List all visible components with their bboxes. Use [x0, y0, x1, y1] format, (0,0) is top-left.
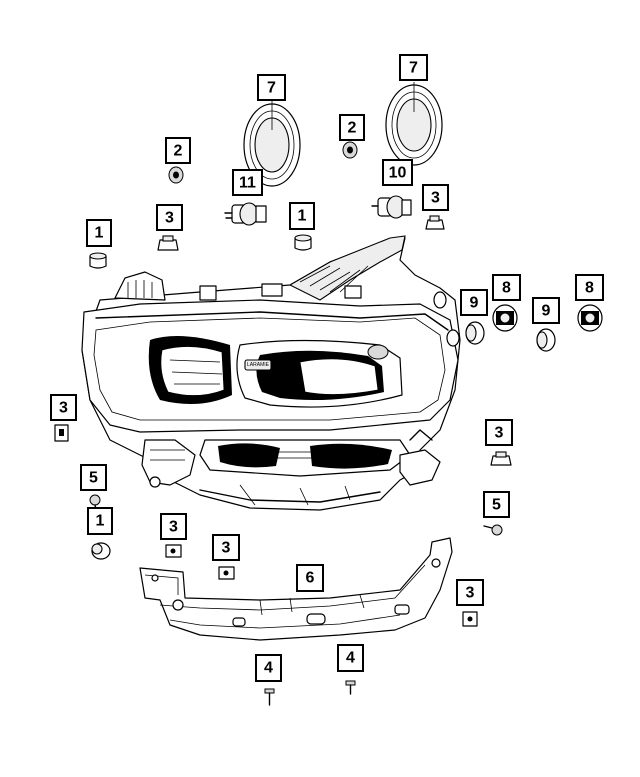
callout-3-f: 3	[212, 534, 240, 561]
svg-text:1: 1	[96, 513, 105, 530]
part-1-cap-b	[294, 234, 312, 251]
svg-text:3: 3	[59, 400, 68, 417]
svg-text:2: 2	[348, 120, 357, 137]
part-8-socket-b	[577, 304, 603, 332]
svg-text:3: 3	[222, 540, 231, 557]
svg-text:3: 3	[165, 210, 174, 227]
callout-1-b: 1	[289, 202, 315, 230]
svg-text:11: 11	[239, 175, 256, 192]
callout-5-b: 5	[483, 491, 510, 518]
callout-3-d: 3	[485, 419, 513, 446]
part-2-nut-left	[168, 166, 184, 184]
svg-text:1: 1	[95, 225, 104, 242]
part-3-clip-d	[490, 451, 512, 466]
callout-1-c: 1	[87, 507, 113, 535]
svg-text:9: 9	[470, 295, 479, 312]
svg-text:3: 3	[169, 519, 178, 536]
part-9-cap-a	[465, 321, 485, 345]
svg-text:10: 10	[389, 165, 407, 182]
svg-text:5: 5	[89, 470, 98, 487]
part-5-screw-b	[483, 524, 503, 536]
callout-3-b: 3	[422, 184, 449, 211]
callout-6: 6	[296, 564, 324, 592]
callout-9-a: 9	[460, 289, 488, 316]
part-3-clip-f	[218, 566, 235, 580]
callout-9-b: 9	[532, 297, 560, 324]
callout-4-b: 4	[337, 644, 364, 672]
part-7-left-dust-cap	[243, 100, 301, 187]
part-1-cap-c	[91, 542, 111, 560]
part-3-clip-c	[54, 424, 69, 442]
part-11-bulb	[224, 202, 267, 226]
svg-text:7: 7	[409, 60, 418, 77]
callout-2-right: 2	[339, 114, 365, 141]
part-1-cap-a	[89, 252, 107, 269]
part-3-clip-a	[157, 235, 179, 251]
callout-8-a: 8	[492, 274, 521, 301]
callout-3-a: 3	[156, 204, 183, 231]
callout-4-a: 4	[255, 654, 282, 682]
callout-3-g: 3	[456, 579, 484, 606]
svg-text:3: 3	[431, 190, 440, 207]
svg-text:6: 6	[306, 570, 315, 587]
part-2-nut-right	[342, 141, 358, 159]
part-3-clip-e	[165, 544, 182, 558]
svg-text:8: 8	[502, 280, 511, 297]
part-4-bolt-b	[345, 680, 356, 695]
callout-5-a: 5	[80, 464, 107, 491]
svg-text:7: 7	[267, 80, 276, 97]
svg-text:2: 2	[174, 143, 183, 160]
lens-badge-text: LARAMIE	[247, 362, 270, 368]
part-7-right-dust-cap	[385, 82, 443, 166]
part-9-cap-b	[536, 328, 556, 352]
part-3-clip-g	[462, 611, 478, 627]
svg-text:4: 4	[264, 660, 273, 677]
callout-3-c: 3	[50, 394, 77, 421]
part-8-socket-a	[492, 304, 518, 332]
callout-2-left: 2	[165, 137, 191, 164]
svg-text:9: 9	[542, 303, 551, 320]
callout-1-a: 1	[86, 219, 112, 247]
lens-badge	[244, 359, 272, 371]
headlamp-assembly: LARAMIE	[81, 235, 461, 511]
svg-text:3: 3	[495, 425, 504, 442]
callout-7-left: 7	[257, 74, 286, 101]
svg-text:3: 3	[466, 585, 475, 602]
callout-3-e: 3	[160, 513, 187, 540]
svg-text:1: 1	[298, 208, 307, 225]
callout-11: 11	[232, 169, 263, 196]
svg-text:8: 8	[585, 280, 594, 297]
part-3-clip-b	[425, 215, 445, 230]
callout-8-b: 8	[575, 274, 604, 301]
svg-text:5: 5	[492, 497, 501, 514]
part-4-bolt-a	[264, 688, 275, 706]
callout-10: 10	[382, 159, 413, 186]
part-6-lower-bracket	[139, 537, 453, 641]
part-10-bulb	[371, 195, 412, 219]
svg-text:4: 4	[346, 650, 355, 667]
callout-7-right: 7	[399, 54, 428, 81]
